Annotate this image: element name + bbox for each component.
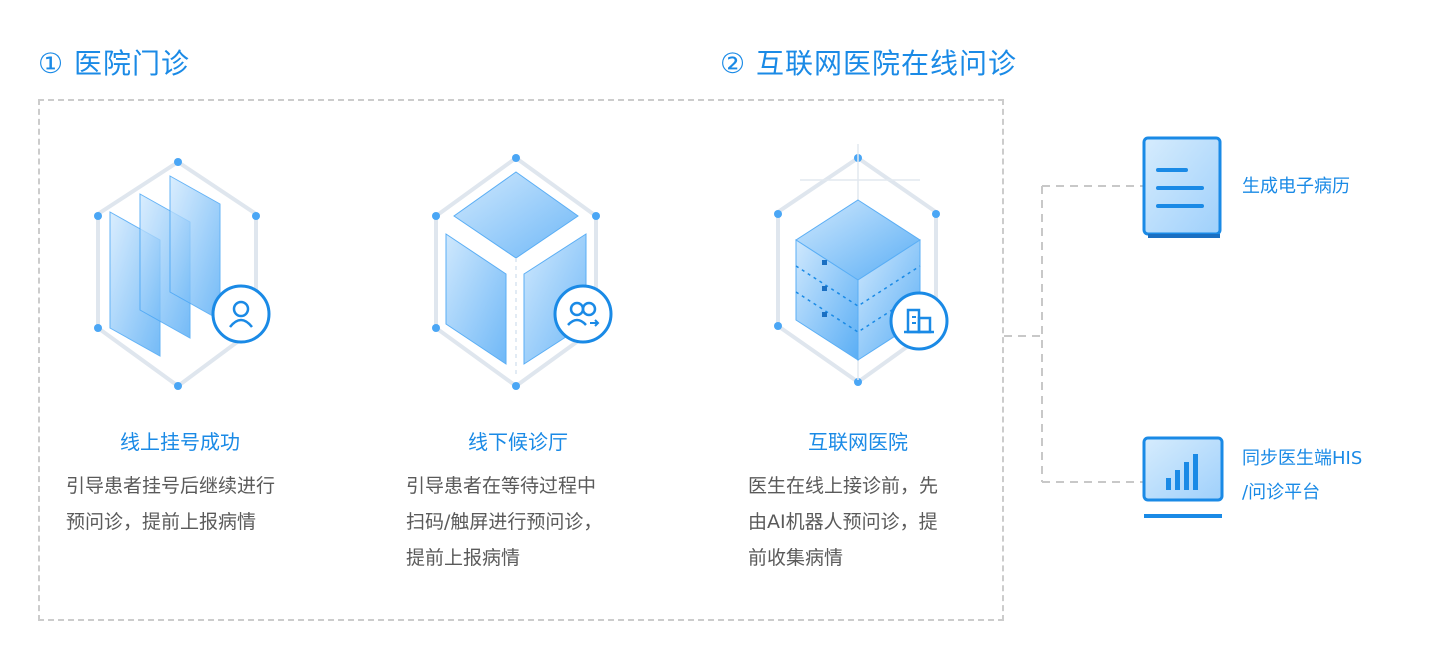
scenario-container	[38, 99, 1004, 621]
user-icon	[210, 283, 272, 349]
card-title-internet-hospital: 互联网医院	[808, 430, 908, 454]
card-desc-offline-waiting-hall: 引导患者在等待过程中 扫码/触屏进行预问诊， 提前上报病情	[406, 475, 603, 569]
output-label-emr: 生成电子病历	[1242, 176, 1350, 197]
section-title-online-hospital: ② 互联网医院在线问诊	[720, 47, 1018, 80]
layers-illustration	[94, 158, 260, 390]
card-title-online-registration: 线上挂号成功	[120, 430, 240, 454]
section-title-hospital-clinic: ① 医院门诊	[38, 47, 191, 80]
connector-lines	[1004, 185, 1144, 483]
server-cube-illustration	[774, 144, 940, 386]
card-desc-online-registration: 引导患者挂号后继续进行 预问诊，提前上报病情	[66, 475, 276, 533]
hospital-icon	[888, 290, 950, 356]
card-title-offline-waiting-hall: 线下候诊厅	[468, 430, 568, 454]
cube-illustration	[432, 154, 600, 390]
output-label-his-sync: 同步医生端HIS /问诊平台	[1242, 448, 1363, 503]
document-icon	[1142, 136, 1224, 244]
users-icon	[552, 283, 614, 349]
monitor-chart-icon	[1142, 436, 1226, 528]
card-desc-internet-hospital: 医生在线上接诊前，先 由AI机器人预问诊，提 前收集病情	[748, 475, 939, 569]
